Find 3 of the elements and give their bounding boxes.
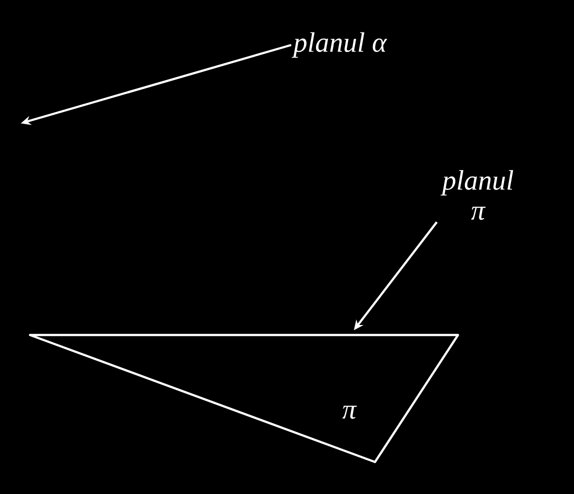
handwritten-label: planul α bbox=[292, 32, 388, 58]
handwritten-symbol: π bbox=[342, 406, 357, 419]
handwritten-label: planul π bbox=[440, 170, 514, 220]
